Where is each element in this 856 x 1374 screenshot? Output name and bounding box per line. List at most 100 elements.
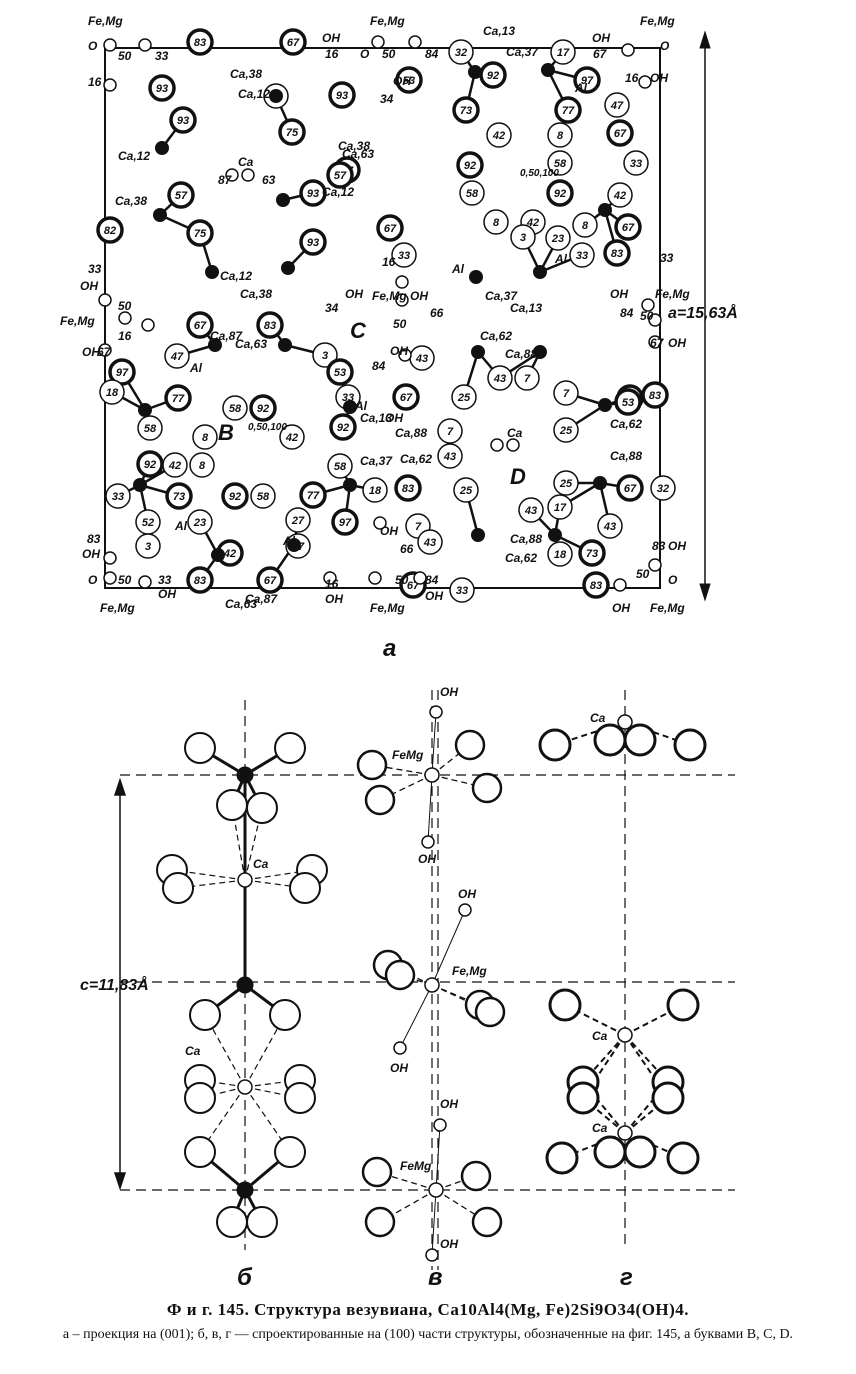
atom-circle [437,418,463,444]
oxygen-atom [460,1160,492,1192]
fe-mg-bottom-right: Fe,Mg [650,601,685,615]
c-axis-head-bottom [113,1172,127,1191]
atom-height-label: 3 [145,541,151,553]
bond-line [399,984,433,1049]
oxygen-atom-33: 33 [569,242,595,268]
al-label: Al [574,81,588,95]
bond-line [431,909,466,986]
atom-circle [547,122,573,148]
silicon-atom [471,345,485,359]
atom-height-label: 77 [562,105,575,117]
atom-height-label: 93 [336,90,348,102]
small-atom [638,75,652,89]
small-atom [371,35,385,49]
oxygen-atom-3: 3 [312,342,338,368]
ca87-label: Ca,87 [245,592,278,606]
oxygen-atom [246,1206,278,1238]
fe-mg-bottom-mid: Fe,Mg [370,601,405,615]
fe-mg-label: FeMg [392,748,424,762]
a-axis-arrow-head-top [699,30,711,49]
atom-height-label: 33 [398,250,410,262]
atom-height-label: 8 [582,220,589,232]
oxygen-atom-83: 83 [603,239,631,267]
ca88-label: Ca,88 [395,426,427,440]
atom-height-label: 25 [559,478,573,490]
oh-label: OH [385,411,403,425]
al-label: Al [174,519,188,533]
small-atom [506,438,520,452]
atom-height-label: 33 [576,250,588,262]
atom-circle [376,214,404,242]
oxygen-atom-43: 43 [518,497,544,523]
oxygen-atom [361,1156,393,1188]
ca63-label: Ca,63 [225,597,257,611]
oh-label: OH [610,287,628,301]
oxygen-atom-67: 67 [606,119,634,147]
calcium-atom [237,1079,253,1095]
num-label: 34 [325,301,339,315]
silicon-atom [236,976,254,994]
calcium-atom [237,872,253,888]
num-label: 33 [88,262,102,276]
silicon-atom [468,65,482,79]
atom-height-label: 18 [369,485,382,497]
oxygen-atom-42: 42 [486,122,512,148]
atom-circle [285,507,311,533]
atom-height-label: 3 [520,232,526,244]
site-letters: C B D [218,318,526,489]
oxygen-atom-25: 25 [553,470,579,496]
oh-label: OH [425,589,443,603]
oxygen-atom-3: 3 [510,224,536,250]
atom-height-label: 92 [337,422,349,434]
num-label: 84 [425,573,439,587]
oxygen-atom-42: 42 [607,182,633,208]
small-atom [138,38,152,52]
fe-mg-top-right: Fe,Mg [640,14,675,28]
oxygen-atom-93: 93 [299,228,327,256]
oxygen-atom [593,1135,627,1169]
num-label: 33 [155,49,169,63]
oxygen-atom-97: 97 [331,508,359,536]
oxygen-atom [184,1082,216,1114]
num-label: 50 [118,49,132,63]
oxygen-atom-17: 17 [547,494,573,520]
silicon-atom [269,89,283,103]
atom-circle [417,529,443,555]
atom-height-label: 42 [168,460,181,472]
silicon-atom [541,63,555,77]
bond-line [427,774,433,843]
atom-height-label: 92 [487,70,499,82]
atom-height-label: 92 [257,403,269,415]
num-label: 16 [118,329,132,343]
calcium-atom [617,1027,633,1043]
oxygen-atom-97: 97 [108,358,136,386]
al-label: Al [189,361,203,375]
silicon-atom [236,766,254,784]
small-atom [648,558,662,572]
ca12-label: Ca,12 [220,269,252,283]
atom-circle [137,415,163,441]
site-letter-c: C [350,318,367,343]
atom-circle [547,150,573,176]
oxygen-atom-33: 33 [623,150,649,176]
num-label: 16 [88,75,102,89]
oxygen-atom-73: 73 [578,539,606,567]
small-atom [103,551,117,565]
atom-height-label: 18 [106,387,119,399]
atom-circle [483,209,509,235]
oxygen-atom [274,1136,306,1168]
a-lattice-param: a=15,63Å [668,303,738,322]
atom-circle [329,413,357,441]
oxygen-atom-67: 67 [614,213,642,241]
oxygen-atom-42: 42 [279,424,305,450]
oxygen-atom-83: 83 [641,381,669,409]
silicon-atom [133,478,147,492]
oxygen-atom-18: 18 [362,477,388,503]
atom-circle [256,311,284,339]
ca62-label: Ca,62 [480,329,512,343]
atom-height-label: 8 [199,460,206,472]
oh-label: OH [410,289,428,303]
atom-circle [299,228,327,256]
atom-circle [221,482,249,510]
oxygen-atom-58: 58 [250,483,276,509]
